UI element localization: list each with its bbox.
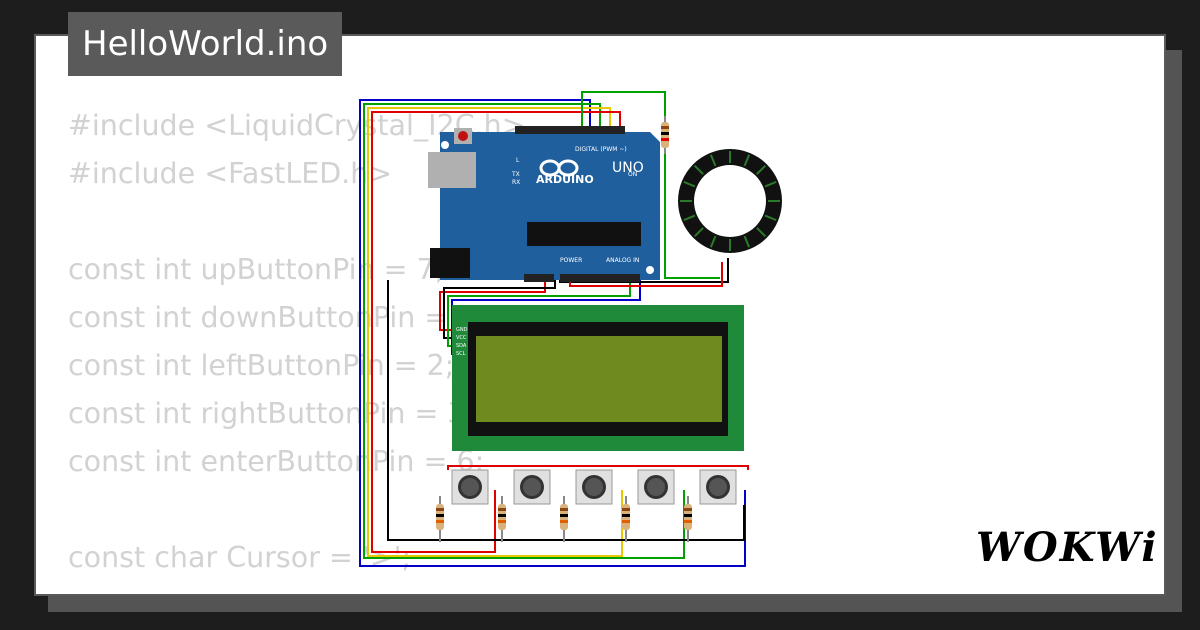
ring-led: [756, 164, 767, 175]
pulldown-resistor: [498, 496, 506, 542]
ring-led: [709, 154, 717, 167]
arduino-infinity-logo: [539, 159, 579, 177]
neopixel-ring: [678, 149, 782, 253]
pulldown-resistor: [684, 496, 692, 542]
arduino-model: UNO: [612, 160, 644, 176]
ring-led: [683, 214, 696, 222]
pulldown-resistor: [436, 496, 444, 542]
pushbutton: [513, 469, 551, 505]
usb-port: [428, 152, 476, 188]
code-line: const char Cursor = '>';: [68, 541, 412, 574]
code-line: const int upButtonPin = 7;: [68, 253, 445, 286]
code-line: const int leftButtonPin = 2;: [68, 349, 455, 382]
pulldown-resistor: [560, 496, 568, 542]
wire-red: [371, 111, 621, 553]
wokwi-logo[interactable]: WOKWi: [976, 524, 1159, 571]
ring-led: [756, 227, 767, 238]
ring-led: [743, 235, 751, 248]
arduino-uno-board: ARDUINO UNO DIGITAL (PWM ~) POWER ANALOG…: [428, 126, 660, 282]
l-label: L: [516, 157, 520, 164]
lcd-2004-i2c: GND VCC SDA SCL: [452, 305, 744, 451]
reset-button: [458, 131, 468, 141]
pushbutton: [699, 469, 737, 505]
lcd-pin-sda: SDA: [456, 343, 467, 349]
digital-label: DIGITAL (PWM ~): [575, 146, 627, 153]
analog-label: ANALOG IN: [606, 257, 639, 264]
pushbutton: [451, 469, 489, 505]
resistor-top: [661, 116, 669, 154]
pushbutton: [575, 469, 613, 505]
lcd-pin-gnd: GND: [456, 327, 468, 333]
lcd-pin-scl: SCL: [456, 351, 466, 357]
power-jack: [430, 248, 470, 278]
on-label: ON: [628, 171, 637, 178]
atmega-chip: [527, 222, 641, 246]
ring-led: [683, 180, 696, 188]
ring-led: [764, 214, 777, 222]
power-label: POWER: [560, 257, 582, 264]
project-title[interactable]: HelloWorld.ino: [68, 12, 343, 76]
lcd-pin-vcc: VCC: [456, 335, 467, 341]
ring-led: [743, 154, 751, 167]
tx-label: TX: [511, 171, 520, 178]
ring-led: [709, 235, 717, 248]
pushbutton: [637, 469, 675, 505]
ring-led: [693, 164, 704, 175]
wire-ring-data: [581, 91, 720, 279]
ring-led: [693, 227, 704, 238]
ring-led: [764, 180, 777, 188]
rx-label: RX: [512, 179, 520, 186]
pulldown-resistor: [622, 496, 630, 542]
